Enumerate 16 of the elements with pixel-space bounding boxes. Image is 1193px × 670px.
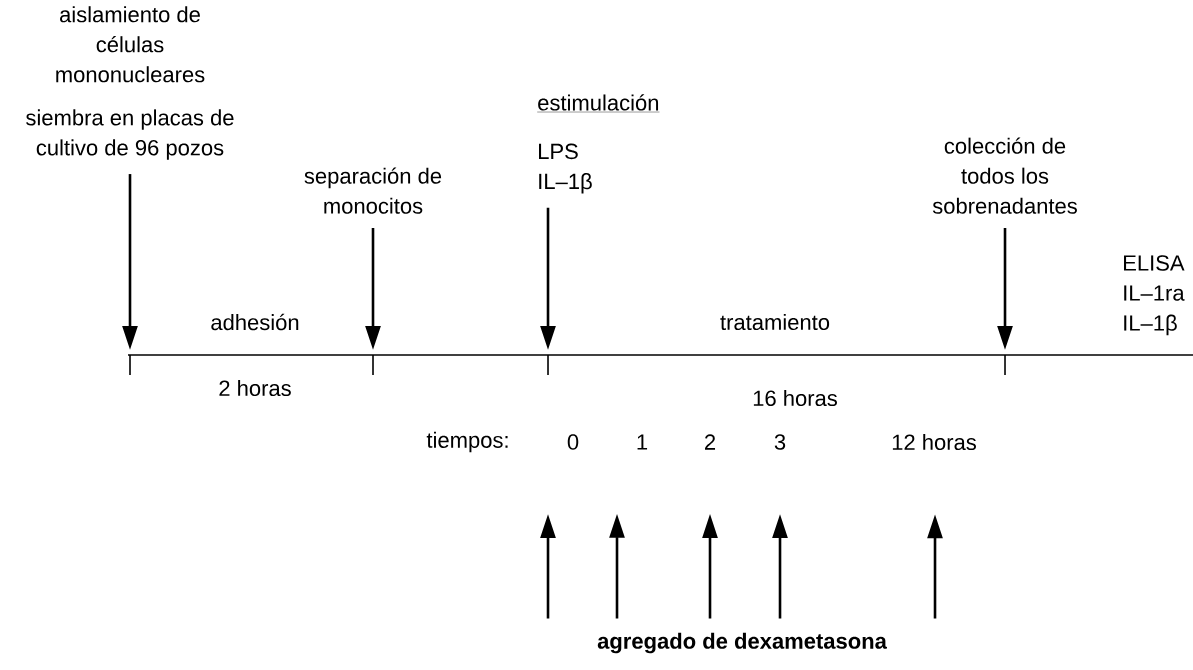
step-label: separación de monocitos xyxy=(304,167,442,214)
step-label: colección de todos los sobrenadantes xyxy=(932,137,1077,214)
step-label: agregado de dexametasona xyxy=(597,632,887,654)
time-label: 2 xyxy=(705,434,716,450)
step-label: aislamiento de células mononucleares siembra en placas de cultivo de 96 pozos xyxy=(26,6,234,160)
step-label: estimulación LPS IL–1β xyxy=(537,94,660,194)
annotation-label: tratamiento xyxy=(720,313,830,331)
annotation-label: 16 horas xyxy=(753,389,837,407)
annotation-label: ELISA IL–1ra IL–1β xyxy=(1124,255,1185,336)
time-label: 1 xyxy=(637,434,648,450)
time-label: 0 xyxy=(567,434,579,450)
annotation-label: adhesión xyxy=(211,313,299,331)
time-label: 12 horas xyxy=(892,433,976,451)
time-label: 3 xyxy=(774,434,786,450)
annotation-label: tiempos: xyxy=(426,431,508,453)
annotation-label: 2 horas xyxy=(219,379,291,397)
